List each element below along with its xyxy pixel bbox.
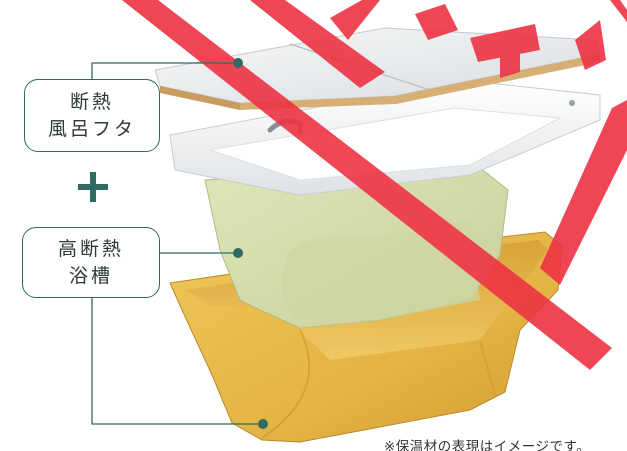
callout-connectors: [91, 62, 262, 425]
tub-label-box: 高断熱 浴槽: [22, 227, 160, 298]
lid-label-line2: 風呂フタ: [47, 117, 136, 140]
lid-label-box: 断熱 風呂フタ: [24, 79, 160, 152]
tub-label-line1: 高断熱: [57, 237, 124, 260]
tub-label-line2: 浴槽: [68, 264, 113, 287]
plus-icon: [73, 168, 113, 208]
shell-pointer-dot: [258, 419, 268, 429]
lid-label-line1: 断熱: [69, 90, 114, 113]
red-stamp-overlay: [122, 0, 627, 370]
image-note: ※保温材の表現はイメージです。: [384, 439, 591, 451]
inner-tub: [204, 159, 509, 329]
tub-pointer-dot: [233, 248, 243, 258]
lid-pointer-dot: [233, 58, 243, 68]
